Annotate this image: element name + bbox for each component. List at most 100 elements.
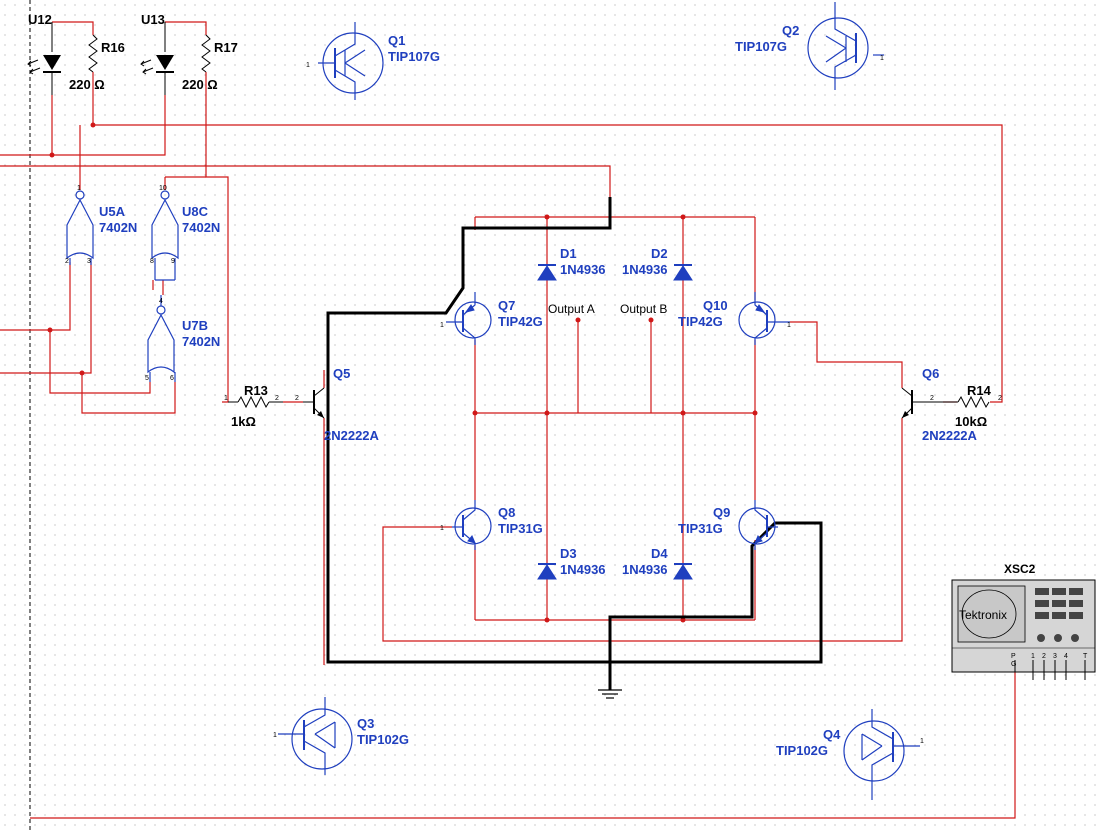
r13-value: 1kΩ [231,414,256,429]
q5-part: 2N2222A [324,428,380,443]
u8c-part: 7402N [182,220,220,235]
q4-ref: Q4 [823,727,841,742]
q3-ref: Q3 [357,716,374,731]
q5-ref: Q5 [333,366,350,381]
transistor-q10-icon [738,292,790,345]
r16-value: 220 Ω [69,77,105,92]
pin-label: 2 [998,395,1002,402]
q2-part: TIP107G [735,39,787,54]
d1-part: 1N4936 [560,262,606,277]
diode-d3-icon [537,563,557,580]
xsc2-port: G [1011,661,1016,668]
pin-label: 1 [440,322,444,329]
q7-part: TIP42G [498,314,543,329]
q7-ref: Q7 [498,298,515,313]
xsc2-port: 3 [1053,653,1057,660]
pin-label: 1 [77,185,81,192]
pin-label: 2 [275,395,279,402]
nor-gate-u5a-icon [66,190,94,265]
d4-ref: D4 [651,546,668,561]
transistor-q1-icon [318,22,384,100]
r17-ref: R17 [214,40,238,55]
xsc2-port: T [1083,653,1088,660]
xsc2-port: 4 [1064,653,1068,660]
r14-value: 10kΩ [955,414,987,429]
transistor-q9-icon [738,500,778,550]
pin-label: 1 [273,732,277,739]
pin-label: 4 [159,298,163,305]
resistor-r13-icon [228,395,283,409]
q3-part: TIP102G [357,732,409,747]
r13-ref: R13 [244,383,268,398]
r17-value: 220 Ω [182,77,218,92]
transistor-q2-icon [807,2,884,90]
led-u12-icon [27,22,61,95]
q1-part: TIP107G [388,49,440,64]
pin-label: 1 [224,395,228,402]
d1-ref: D1 [560,246,577,261]
u7b-part: 7402N [182,334,220,349]
u13-label: U13 [141,12,165,27]
u5a-part: 7402N [99,220,137,235]
output-a-label: Output A [548,302,595,316]
transistor-q7-icon [446,292,492,345]
pin-label: 6 [170,375,174,382]
d4-part: 1N4936 [622,562,668,577]
pin-label: 5 [145,375,149,382]
q9-ref: Q9 [713,505,730,520]
resistor-r14-icon [943,395,990,409]
pin-label: 1 [306,62,310,69]
transistor-q4-icon [843,709,920,800]
diode-d2-icon [673,264,693,281]
pin-label: 1 [787,322,791,329]
pin-label: 10 [159,185,167,192]
q4-part: TIP102G [776,743,828,758]
q9-part: TIP31G [678,521,723,536]
transistor-q8-icon [452,500,492,550]
resistor-r16-icon [88,34,98,73]
u8c-ref: U8C [182,204,209,219]
pin-label: 8 [150,258,154,265]
pin-numbers: 1 2 3 10 8 9 4 5 6 1 2 2 1 1 1 2 2 1 1 1… [65,55,1002,745]
component-labels: U12 U13 R16 220 Ω R17 220 Ω Q1 TIP107G Q… [28,12,1088,758]
led-u13-icon [140,22,174,95]
q10-part: TIP42G [678,314,723,329]
q8-ref: Q8 [498,505,515,520]
transistor-q5-icon [303,387,325,419]
pin-label: 2 [65,258,69,265]
pin-label: 3 [87,258,91,265]
xsc2-port: 1 [1031,653,1035,660]
diode-d4-icon [673,563,693,580]
u5a-ref: U5A [99,204,126,219]
transistor-q3-icon [278,697,353,775]
r14-ref: R14 [967,383,992,398]
pin-label: 9 [171,258,175,265]
ground-icon [598,689,622,699]
pin-label: 2 [930,395,934,402]
d2-part: 1N4936 [622,262,668,277]
transistor-q6-icon [901,387,943,419]
xsc2-port: P [1011,653,1016,660]
q1-ref: Q1 [388,33,405,48]
resistor-r17-icon [201,34,211,73]
oscilloscope-xsc2[interactable] [951,579,1096,680]
q8-part: TIP31G [498,521,543,536]
output-b-label: Output B [620,302,667,316]
u7b-ref: U7B [182,318,208,333]
q2-ref: Q2 [782,23,799,38]
pin-label: 2 [295,395,299,402]
r16-ref: R16 [101,40,125,55]
junction-dots [47,122,758,623]
pin-label: 1 [880,55,884,62]
xsc2-port: 2 [1042,653,1046,660]
bold-black-wires [326,197,823,690]
d2-ref: D2 [651,246,668,261]
q6-ref: Q6 [922,366,939,381]
u12-label: U12 [28,12,52,27]
q6-part: 2N2222A [922,428,978,443]
q10-ref: Q10 [703,298,728,313]
d3-part: 1N4936 [560,562,606,577]
